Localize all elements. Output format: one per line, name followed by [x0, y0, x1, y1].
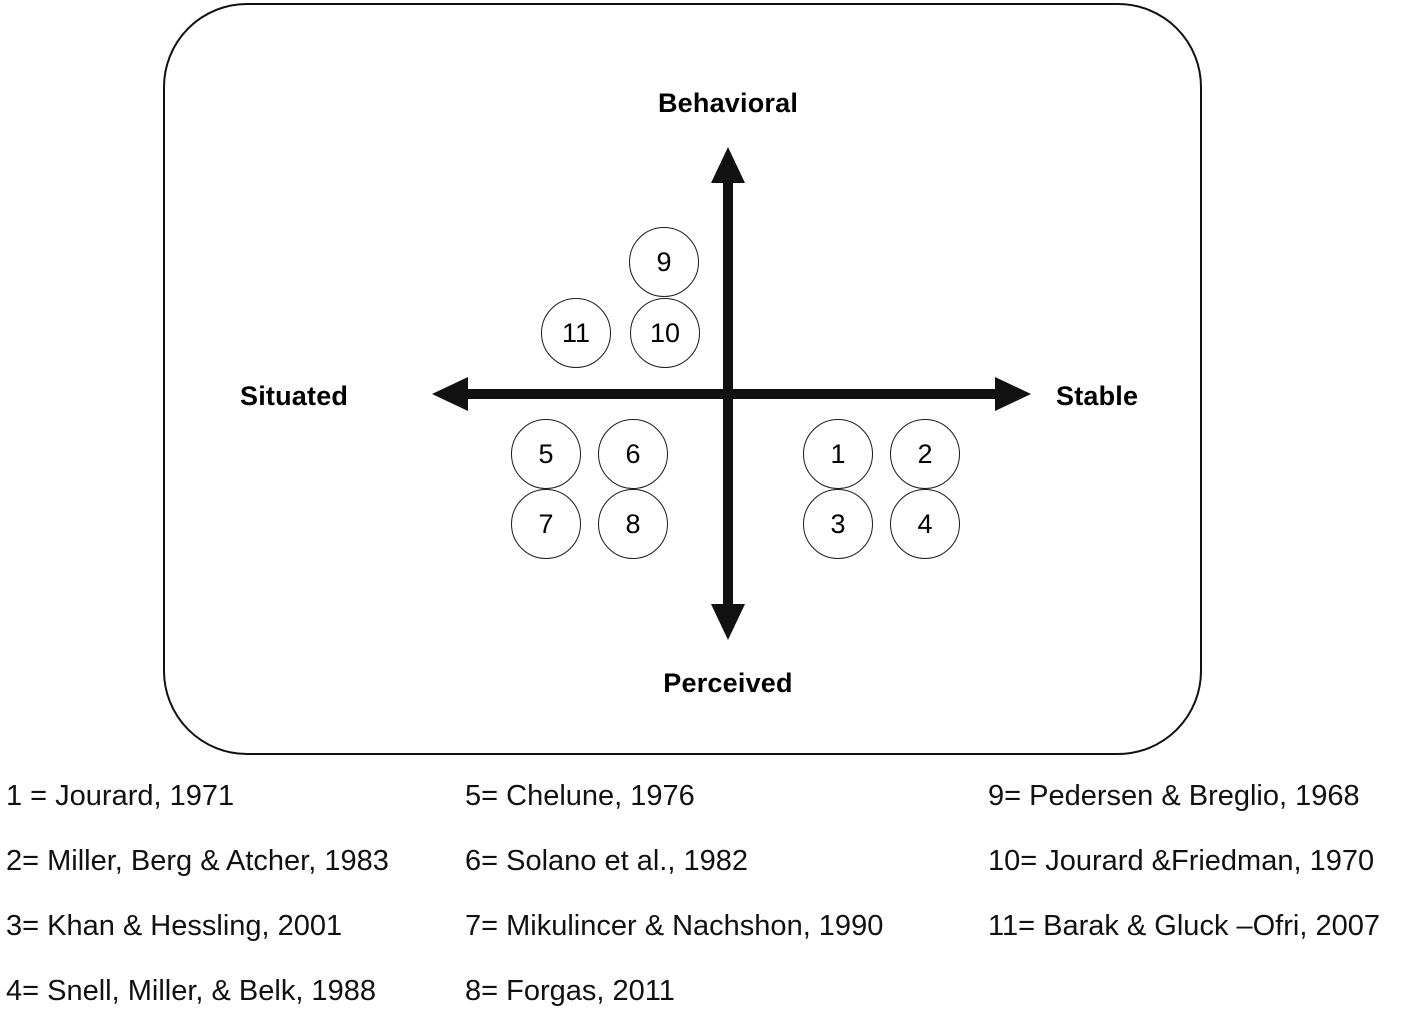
legend-item: 10= Jourard &Friedman, 1970 [988, 845, 1375, 877]
node-7: 7 [511, 489, 581, 559]
axis-label-perceived: Perceived [663, 668, 793, 698]
axes-group [432, 147, 1031, 640]
node-1: 1 [803, 419, 873, 489]
node-8: 8 [598, 489, 668, 559]
node-label: 7 [538, 508, 554, 539]
node-4: 4 [890, 489, 960, 559]
node-label: 3 [830, 508, 846, 539]
legend-column-2: 5= Chelune, 1976 6= Solano et al., 1982 7=… [465, 764, 985, 1024]
node-5: 5 [511, 419, 581, 489]
node-9: 9 [629, 227, 699, 297]
legend-item: 2= Miller, Berg & Atcher, 1983 [6, 845, 389, 877]
legend-column-3: 9= Pedersen & Breglio, 1968 10= Jourard &… [988, 764, 1417, 959]
legend-item: 3= Khan & Hessling, 2001 [6, 910, 343, 942]
node-label: 5 [538, 438, 554, 469]
node-label: 10 [649, 317, 681, 348]
legend-item: 5= Chelune, 1976 [465, 780, 695, 812]
axis-label-stable: Stable [1056, 381, 1139, 411]
node-label: 2 [917, 438, 933, 469]
legend-column-1: 1 = Jourard, 1971 2= Miller, Berg & Atche… [6, 764, 466, 1024]
legend-item: 7= Mikulincer & Nachshon, 1990 [465, 910, 884, 942]
node-6: 6 [598, 419, 668, 489]
legend-item: 8= Forgas, 2011 [465, 975, 675, 1007]
node-label: 9 [656, 246, 672, 277]
node-label: 8 [625, 508, 641, 539]
legend-item: 9= Pedersen & Breglio, 1968 [988, 780, 1360, 812]
diagram-frame [163, 3, 1202, 755]
axis-label-behavioral: Behavioral [657, 88, 799, 118]
legend-item: 11= Barak & Gluck –Ofri, 2007 [988, 910, 1380, 942]
node-2: 2 [890, 419, 960, 489]
legend-item: 1 = Jourard, 1971 [6, 780, 235, 812]
node-label: 4 [917, 508, 933, 539]
node-label: 6 [625, 438, 641, 469]
node-10: 10 [630, 298, 700, 368]
axis-label-situated: Situated [240, 381, 349, 411]
node-label: 1 [830, 438, 846, 469]
horizontal-axis-icon [432, 377, 1031, 411]
node-11: 11 [541, 298, 611, 368]
legend-item: 4= Snell, Miller, & Belk, 1988 [6, 975, 376, 1007]
node-3: 3 [803, 489, 873, 559]
node-label: 11 [561, 317, 591, 348]
legend-item: 6= Solano et al., 1982 [465, 845, 748, 877]
legend: 1 = Jourard, 1971 2= Miller, Berg & Atche… [0, 764, 1417, 1007]
